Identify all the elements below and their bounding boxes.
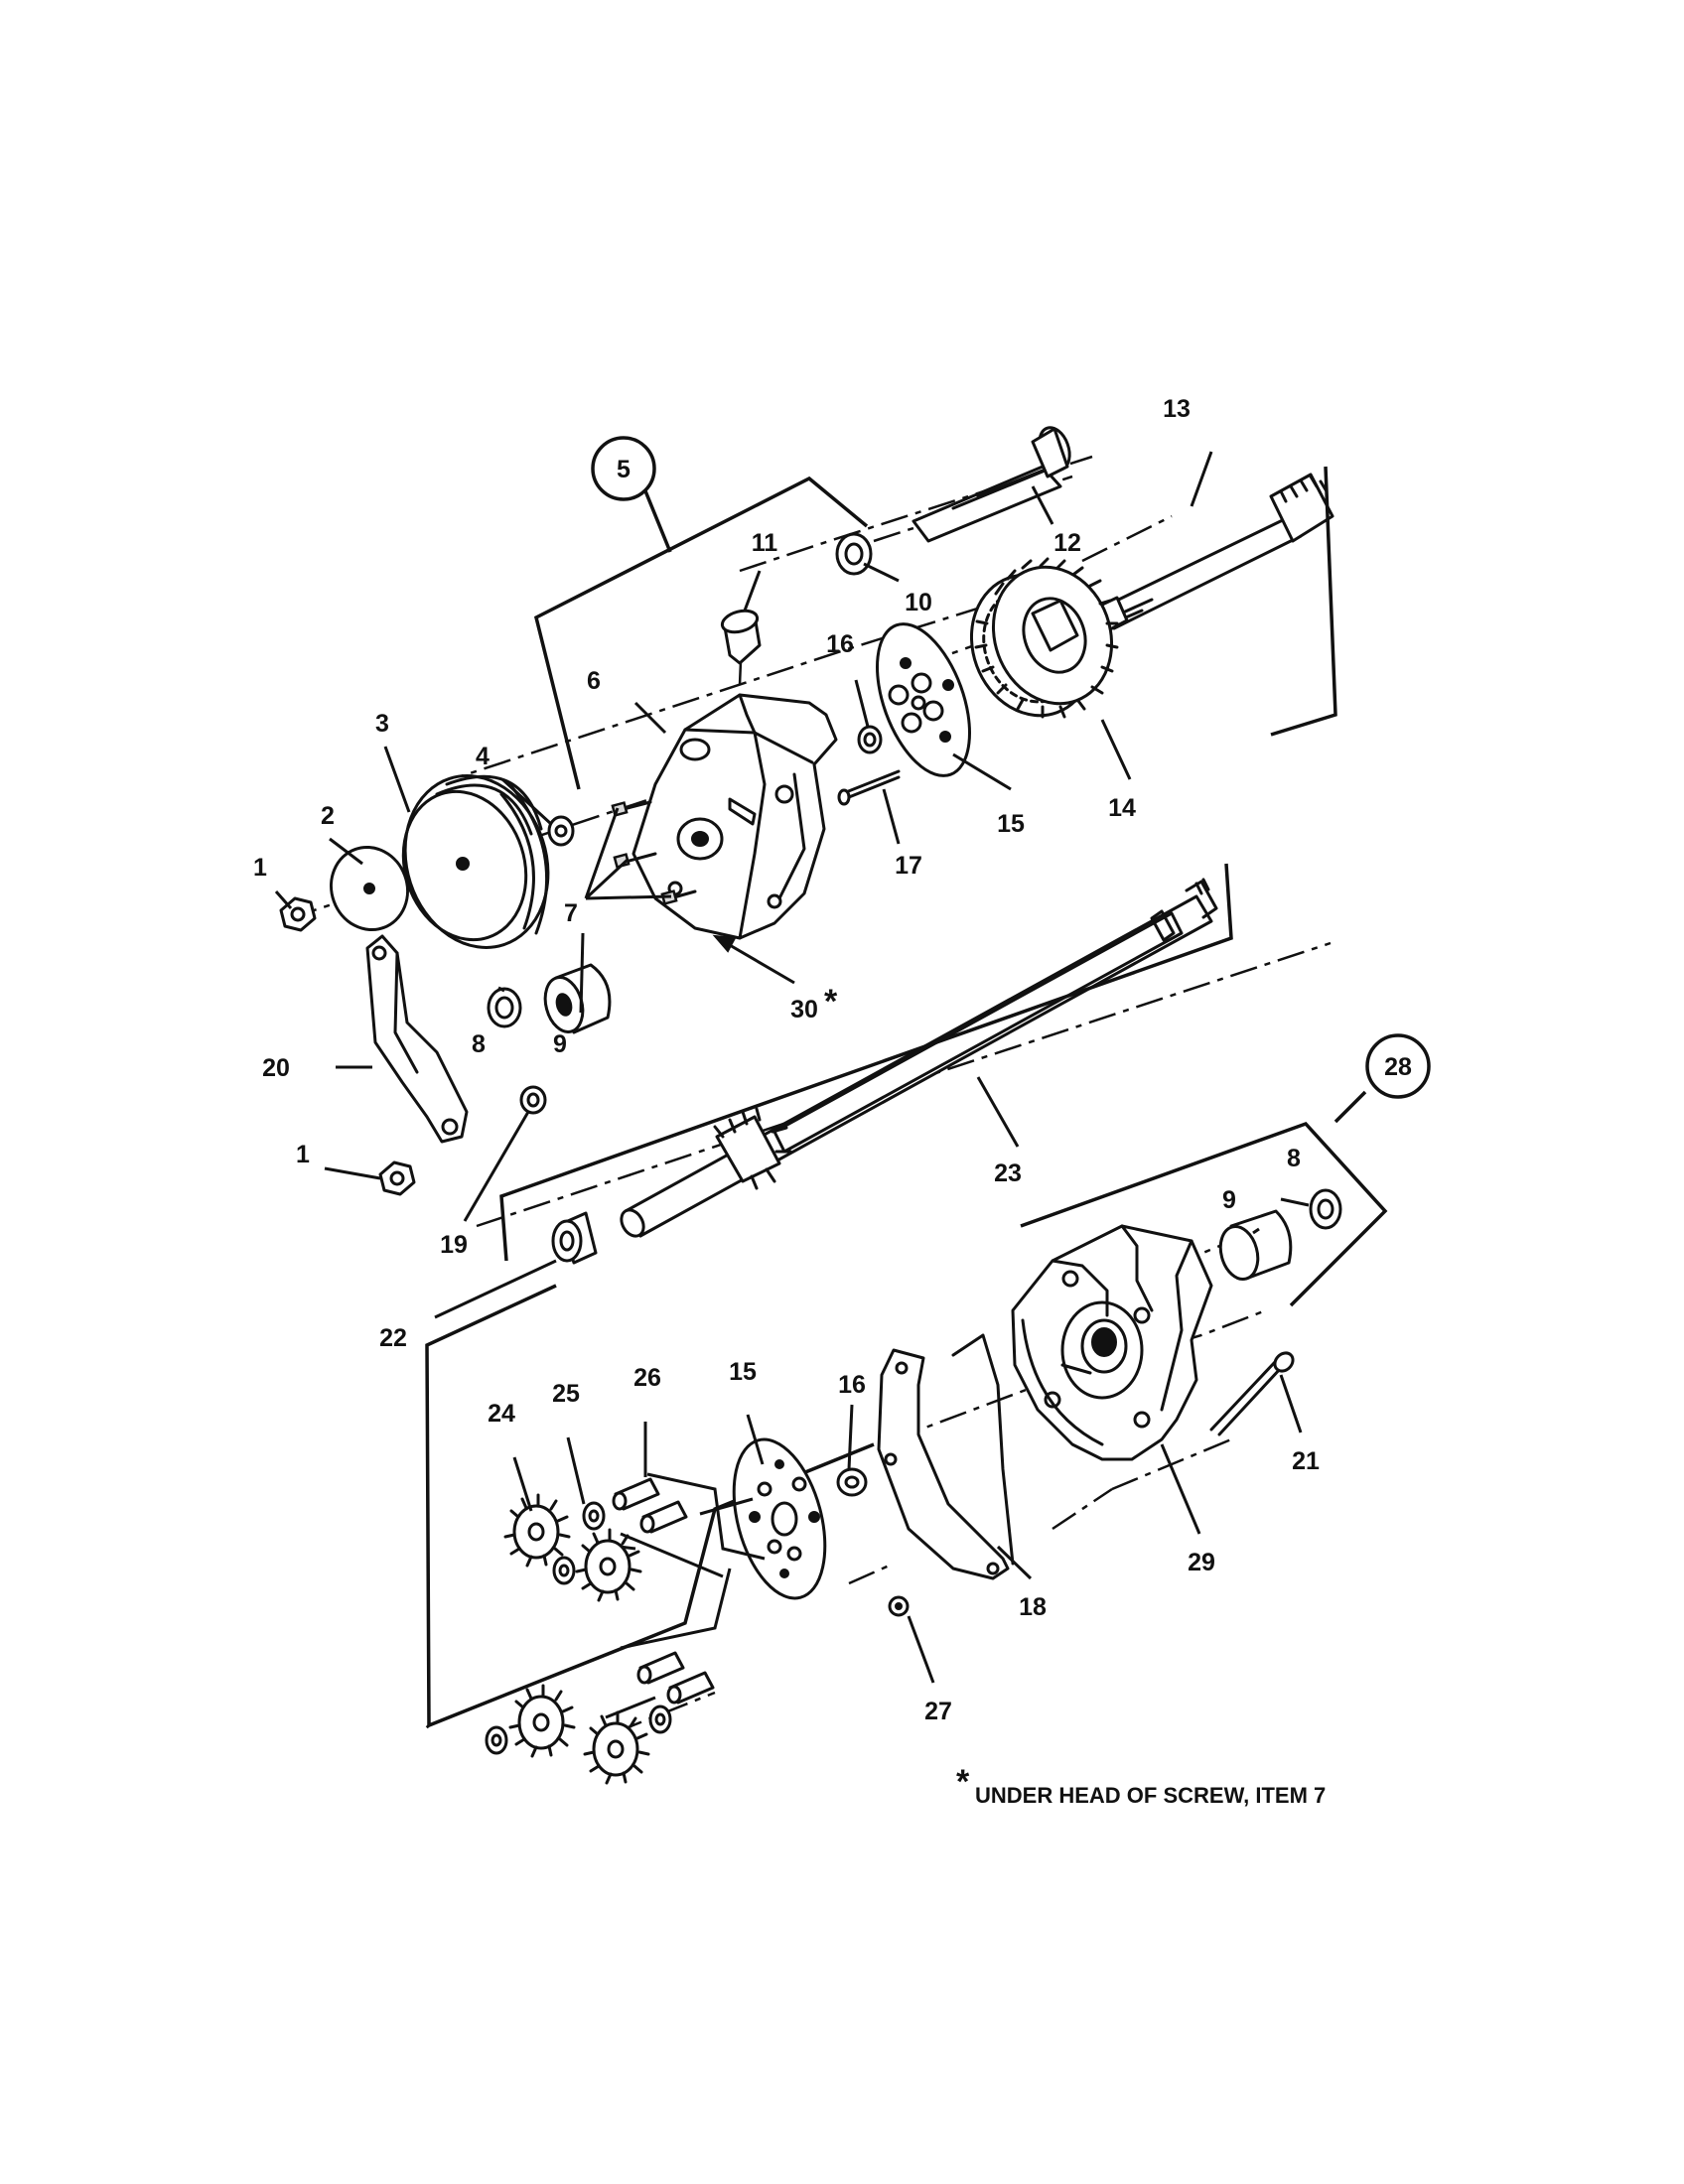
part-8-bearing-lower xyxy=(1309,1188,1342,1230)
callout-circle-5 xyxy=(591,436,656,501)
part-8-bearing-upper xyxy=(487,987,522,1028)
part-6-housing xyxy=(632,693,838,940)
part-16-washer-lower xyxy=(836,1467,868,1497)
callout-5: 5 xyxy=(617,456,631,483)
callout-20: 20 xyxy=(262,1054,290,1082)
callout-9-upper: 9 xyxy=(553,1030,567,1058)
footnote: * UNDER HEAD OF SCREW, ITEM 7 xyxy=(956,1763,1326,1808)
callout-29: 29 xyxy=(1188,1549,1215,1576)
part-14-gear xyxy=(969,557,1119,719)
callout-28: 28 xyxy=(1384,1053,1412,1081)
callout-24: 24 xyxy=(488,1400,515,1428)
callout-21: 21 xyxy=(1292,1447,1320,1475)
callout-25: 25 xyxy=(552,1380,580,1408)
part-11-plug xyxy=(720,609,762,665)
planet-gear-2 xyxy=(575,1528,642,1602)
footnote-star: * xyxy=(956,1763,970,1801)
part-3-pulley xyxy=(401,774,550,949)
callout-10: 10 xyxy=(905,589,932,616)
planet-gear-4 xyxy=(583,1710,650,1785)
part-10-bearing xyxy=(835,532,873,576)
part-26-pins xyxy=(612,1477,715,1705)
callout-27: 27 xyxy=(924,1698,952,1725)
part-20-bracket xyxy=(365,934,469,1144)
callout-9-lower: 9 xyxy=(1222,1186,1236,1214)
callout-11: 11 xyxy=(752,529,778,557)
callout-1-lower: 1 xyxy=(296,1141,310,1168)
bracket-item-28 xyxy=(1020,1090,1388,1307)
part-22-bushing xyxy=(551,1211,598,1265)
callout-19: 19 xyxy=(440,1231,468,1259)
part-9-bushing-lower xyxy=(1218,1209,1293,1281)
part-15-plate-lower xyxy=(732,1437,827,1600)
callout-15-lower: 15 xyxy=(729,1358,757,1386)
callout-4: 4 xyxy=(476,743,490,770)
callout-14: 14 xyxy=(1108,794,1136,822)
callout-18: 18 xyxy=(1019,1593,1047,1621)
part-21-bolt xyxy=(1209,1351,1295,1436)
callout-30: 30 xyxy=(790,996,818,1024)
callout-1-upper: 1 xyxy=(253,854,267,882)
callout-17: 17 xyxy=(895,852,922,880)
part-17-bolt xyxy=(837,769,901,806)
part-1-nut-lower xyxy=(378,1160,416,1196)
planet-gear-1 xyxy=(503,1493,571,1568)
callout-30-star: * xyxy=(824,983,838,1021)
part-19-washer xyxy=(519,1085,547,1115)
part-16-washer-upper xyxy=(857,725,883,754)
part-4-washer xyxy=(547,815,575,847)
part-15-plate-upper xyxy=(876,622,971,777)
callout-leaders xyxy=(274,451,1310,1684)
part-29-housing-lower xyxy=(1011,1224,1213,1461)
callout-15-upper: 15 xyxy=(997,810,1025,838)
part-12-shaft xyxy=(912,426,1071,543)
callout-16-lower: 16 xyxy=(838,1371,866,1399)
callout-22: 22 xyxy=(379,1324,407,1352)
callout-labels: 5 28 1 2 3 4 6 7 8 9 10 11 12 13 14 15 1… xyxy=(253,395,1431,1725)
callout-3: 3 xyxy=(375,710,389,738)
callout-26: 26 xyxy=(633,1364,661,1392)
footnote-text: UNDER HEAD OF SCREW, ITEM 7 xyxy=(975,1783,1326,1808)
callout-6: 6 xyxy=(587,667,601,695)
callout-7: 7 xyxy=(564,899,578,927)
part-23-main-shaft xyxy=(620,878,1218,1238)
part-9-bushing-upper xyxy=(543,963,612,1034)
part-2-washer xyxy=(330,845,409,932)
callout-circle-28 xyxy=(1365,1033,1431,1099)
callout-23: 23 xyxy=(994,1160,1022,1187)
part-27-plug xyxy=(888,1595,910,1617)
part-13-countershaft xyxy=(1098,473,1334,631)
callout-13: 13 xyxy=(1163,395,1191,423)
part-18-gasket xyxy=(877,1333,1015,1580)
part-25-spacers xyxy=(485,1501,672,1755)
part-24-planet-gears xyxy=(503,1493,650,1785)
callout-8-upper: 8 xyxy=(472,1030,486,1058)
planet-gear-3 xyxy=(508,1684,576,1758)
callout-8-lower: 8 xyxy=(1287,1145,1301,1172)
part-30-pointer xyxy=(712,934,795,985)
callout-16-upper: 16 xyxy=(826,630,854,658)
bracket-shaft-group xyxy=(499,466,1337,1262)
callout-2: 2 xyxy=(321,802,335,830)
callout-12: 12 xyxy=(1053,529,1081,557)
